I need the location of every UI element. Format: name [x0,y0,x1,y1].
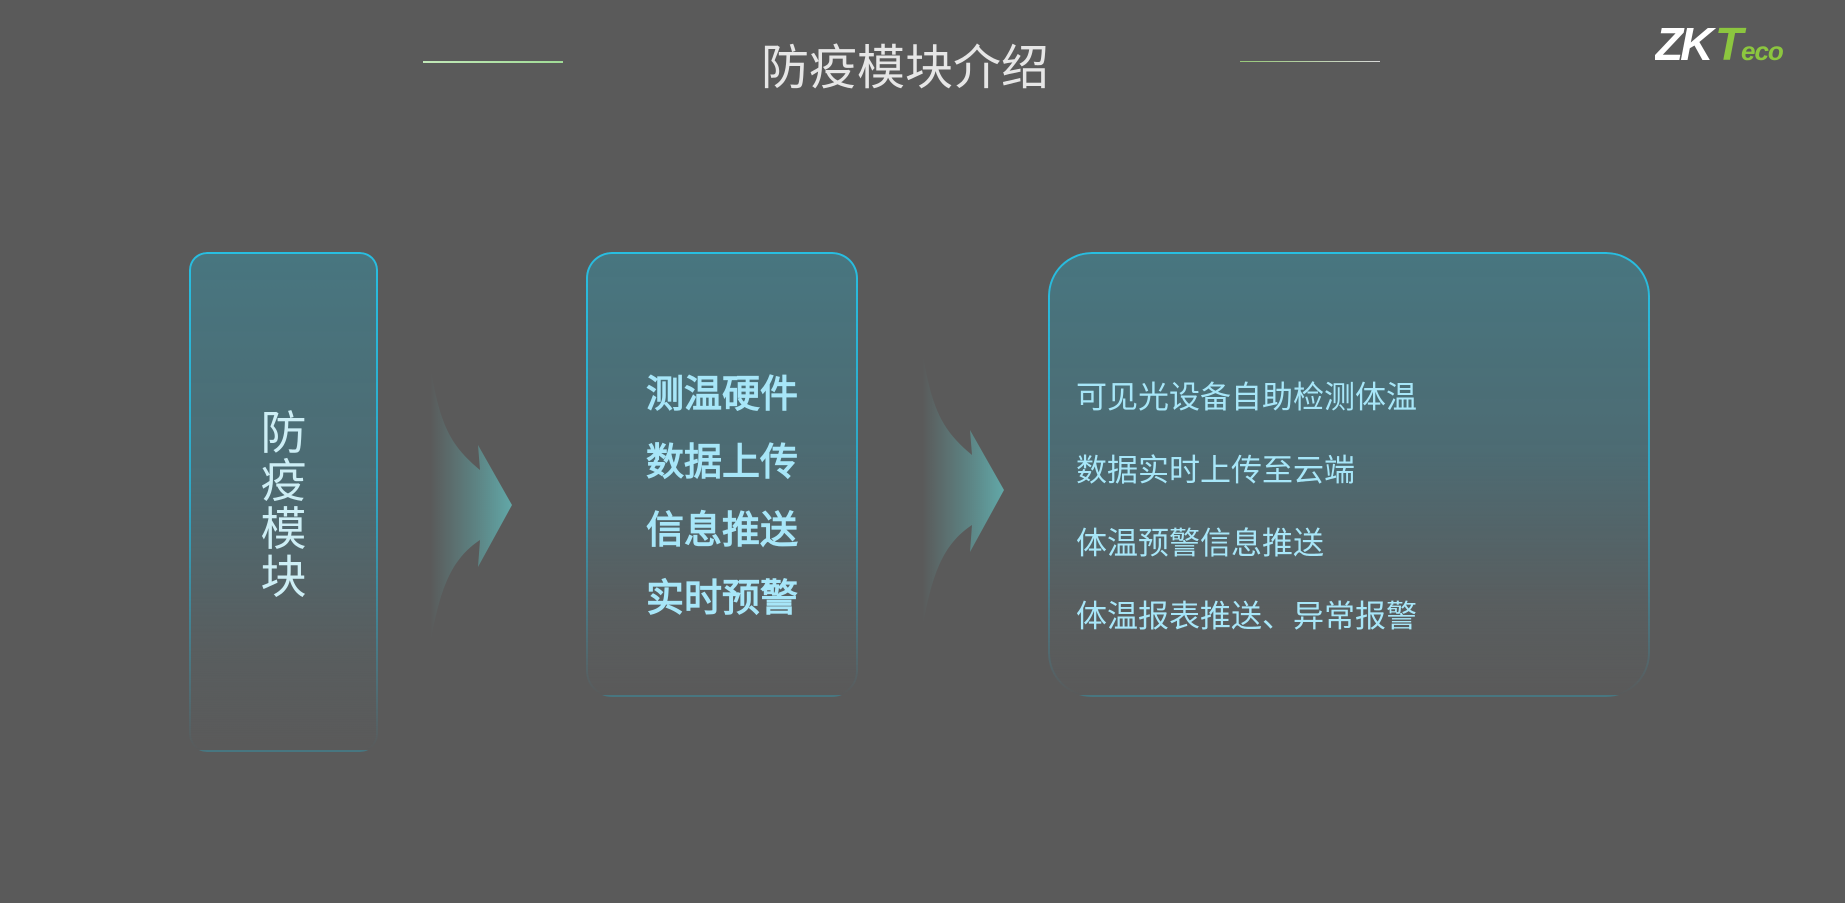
detail-item: 数据实时上传至云端 [1076,453,1355,489]
header-decor-line-right [1240,61,1380,62]
features-card: 测温硬件 数据上传 信息推送 实时预警 [586,252,858,697]
arrow-right-icon [430,365,512,645]
module-name-char: 块 [260,550,307,604]
module-name-char: 模 [260,502,307,556]
detail-item: 体温报表推送、异常报警 [1076,599,1417,635]
svg-text:T: T [1715,18,1747,70]
detail-item: 可见光设备自助检测体温 [1076,380,1417,416]
zkteco-logo: ZK T eco [1655,18,1785,70]
header-decor-line-left [423,61,563,63]
module-name-char: 防 [260,406,307,460]
feature-item: 测温硬件 [645,372,798,416]
details-card: 可见光设备自助检测体温 数据实时上传至云端 体温预警信息推送 体温报表推送、异常… [1048,252,1650,697]
feature-item: 实时预警 [645,576,798,620]
page-title: 防疫模块介绍 [760,40,1049,96]
module-name-card: 防 疫 模 块 [189,252,378,752]
detail-item: 体温预警信息推送 [1076,526,1324,562]
feature-item: 数据上传 [645,440,798,484]
details-list: 可见光设备自助检测体温 数据实时上传至云端 体温预警信息推送 体温报表推送、异常… [1076,362,1628,654]
features-list: 测温硬件 数据上传 信息推送 实时预警 [588,360,856,632]
svg-text:ZK: ZK [1655,18,1716,70]
arrow-right-icon [922,350,1004,630]
svg-text:eco: eco [1741,36,1784,66]
module-name-char: 疫 [260,454,307,508]
module-name-vertical: 防 疫 模 块 [191,409,376,601]
feature-item: 信息推送 [645,508,798,552]
